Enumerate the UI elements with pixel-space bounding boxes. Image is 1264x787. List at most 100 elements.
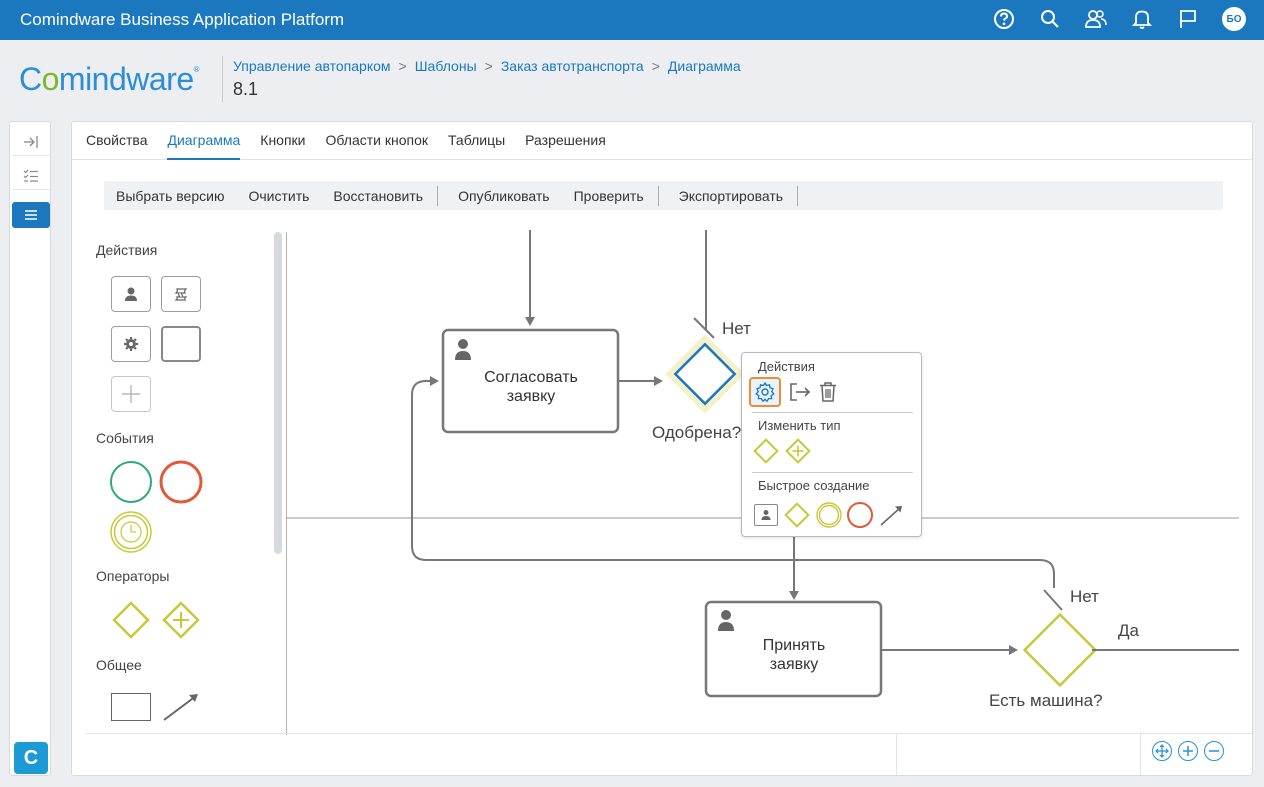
choose-version-button[interactable]: Выбрать версию xyxy=(116,187,225,204)
quick-create-connector[interactable] xyxy=(878,501,906,529)
footer-separator xyxy=(1140,734,1141,775)
palette-pool[interactable] xyxy=(111,693,151,721)
checklist-button[interactable] xyxy=(12,162,50,190)
user-icon xyxy=(125,287,137,301)
help-icon[interactable] xyxy=(992,7,1016,31)
gateway-label: Одобрена? xyxy=(652,423,741,442)
gateway-car-available[interactable] xyxy=(1022,589,1098,688)
user-avatar[interactable]: БО xyxy=(1222,7,1246,31)
diagram-toolbar: Выбрать версию Очистить Восстановить Опу… xyxy=(104,181,1223,210)
flag-icon[interactable] xyxy=(1176,7,1200,31)
palette-section-events: События xyxy=(96,430,154,446)
palette-script-task[interactable] xyxy=(161,276,201,312)
breadcrumb: Управление автопарком > Шаблоны > Заказ … xyxy=(233,58,741,74)
task-label-line: заявку xyxy=(770,656,819,673)
quick-create-end-event[interactable] xyxy=(846,501,874,529)
fit-view-button[interactable] xyxy=(1152,741,1172,761)
breadcrumb-item[interactable]: Шаблоны xyxy=(414,58,477,74)
breadcrumb-separator: > xyxy=(651,58,660,74)
palette-user-task[interactable] xyxy=(111,276,151,312)
sequence-flow-loop[interactable] xyxy=(411,380,1055,588)
palette-scrollbar[interactable] xyxy=(274,232,282,554)
tab-button-areas[interactable]: Области кнопок xyxy=(325,132,429,148)
zoom-in-button[interactable] xyxy=(1178,741,1198,761)
collapse-panel-button[interactable] xyxy=(12,128,50,156)
header-divider xyxy=(222,56,223,102)
palette-exclusive-gateway[interactable] xyxy=(110,599,152,641)
toolbar-separator xyxy=(797,185,799,206)
tabs: Свойства Диаграмма Кнопки Области кнопок… xyxy=(72,122,1252,160)
context-section-actions: Действия xyxy=(758,359,815,374)
element-palette: Действия События Операторы Общее xyxy=(72,230,286,735)
user-icon xyxy=(761,510,771,520)
flow-label-no: Нет xyxy=(1070,587,1099,606)
change-to-exclusive-gateway[interactable] xyxy=(752,437,780,465)
tab-buttons[interactable]: Кнопки xyxy=(260,132,306,148)
toolbar-separator xyxy=(437,185,439,206)
diagram-svg: Согласовать заявку Нет Одобрена? xyxy=(286,230,1239,735)
tab-permissions[interactable]: Разрешения xyxy=(525,132,606,148)
breadcrumb-separator: > xyxy=(484,58,493,74)
comindware-logo: Comindware® xyxy=(19,61,200,97)
delete-button[interactable] xyxy=(818,381,838,408)
restore-button[interactable]: Восстановить xyxy=(333,187,424,204)
zoom-out-button[interactable] xyxy=(1204,741,1224,761)
tab-diagram[interactable]: Диаграмма xyxy=(167,122,241,160)
publish-button[interactable]: Опубликовать xyxy=(458,187,550,204)
check-button[interactable]: Проверить xyxy=(573,187,644,204)
change-to-parallel-gateway[interactable] xyxy=(784,437,812,465)
plus-icon xyxy=(122,385,140,403)
palette-end-event[interactable] xyxy=(159,460,203,504)
flow-arrowhead xyxy=(789,591,799,600)
export-button[interactable]: Экспортировать xyxy=(678,187,784,204)
bell-icon[interactable] xyxy=(1130,7,1154,31)
palette-section-operators: Операторы xyxy=(96,568,170,584)
flow-label-no: Нет xyxy=(722,319,751,338)
task-approve-request[interactable]: Согласовать заявку xyxy=(441,328,620,434)
element-context-menu: Действия Изменить тип Быстрое создание xyxy=(741,352,922,537)
clear-button[interactable]: Очистить xyxy=(248,187,310,204)
context-divider xyxy=(752,472,913,473)
palette-task[interactable] xyxy=(161,326,201,362)
breadcrumb-item[interactable]: Диаграмма xyxy=(667,58,741,74)
exit-icon xyxy=(790,383,811,401)
move-icon xyxy=(1155,744,1169,758)
app-title: Comindware Business Application Platform xyxy=(20,10,345,29)
breadcrumb-item[interactable]: Заказ автотранспорта xyxy=(500,58,644,74)
palette-connector[interactable] xyxy=(160,690,202,724)
context-section-change-type: Изменить тип xyxy=(758,418,841,433)
platform-logo-icon[interactable]: C xyxy=(14,742,48,774)
move-out-button[interactable] xyxy=(788,381,812,408)
settings-button[interactable] xyxy=(749,377,781,407)
context-divider xyxy=(752,412,913,413)
users-icon[interactable] xyxy=(1084,7,1108,31)
flow-arrowhead xyxy=(525,317,535,326)
palette-start-event[interactable] xyxy=(109,460,153,504)
palette-subprocess[interactable] xyxy=(111,376,151,412)
flow-arrowhead xyxy=(1009,645,1018,655)
task-label-line: Принять xyxy=(763,637,826,654)
palette-service-task[interactable] xyxy=(111,326,151,362)
quick-create-gateway[interactable] xyxy=(783,501,811,529)
diagram-footer xyxy=(86,733,1252,775)
palette-parallel-gateway[interactable] xyxy=(160,599,202,641)
task-accept-request[interactable]: Принять заявку xyxy=(704,600,883,698)
tab-tables[interactable]: Таблицы xyxy=(448,132,506,148)
flow-label-yes: Да xyxy=(1118,621,1140,640)
task-label-line: заявку xyxy=(507,388,556,405)
palette-timer-event[interactable] xyxy=(109,510,153,554)
breadcrumb-separator: > xyxy=(398,58,407,74)
tab-properties[interactable]: Свойства xyxy=(86,132,148,148)
diagram-canvas[interactable]: Согласовать заявку Нет Одобрена? xyxy=(286,230,1252,735)
menu-button[interactable] xyxy=(12,202,50,228)
checklist-icon xyxy=(23,169,38,182)
collapse-icon xyxy=(24,135,38,148)
toolbar-separator xyxy=(657,185,659,206)
quick-create-user-task[interactable] xyxy=(754,504,778,526)
breadcrumb-item[interactable]: Управление автопарком xyxy=(233,58,391,74)
search-icon[interactable] xyxy=(1038,7,1062,31)
quick-create-intermediate-event[interactable] xyxy=(815,501,843,529)
flow-arrowhead xyxy=(430,376,439,386)
main-panel: Свойства Диаграмма Кнопки Области кнопок… xyxy=(71,121,1253,776)
flow-arrowhead xyxy=(654,376,663,386)
